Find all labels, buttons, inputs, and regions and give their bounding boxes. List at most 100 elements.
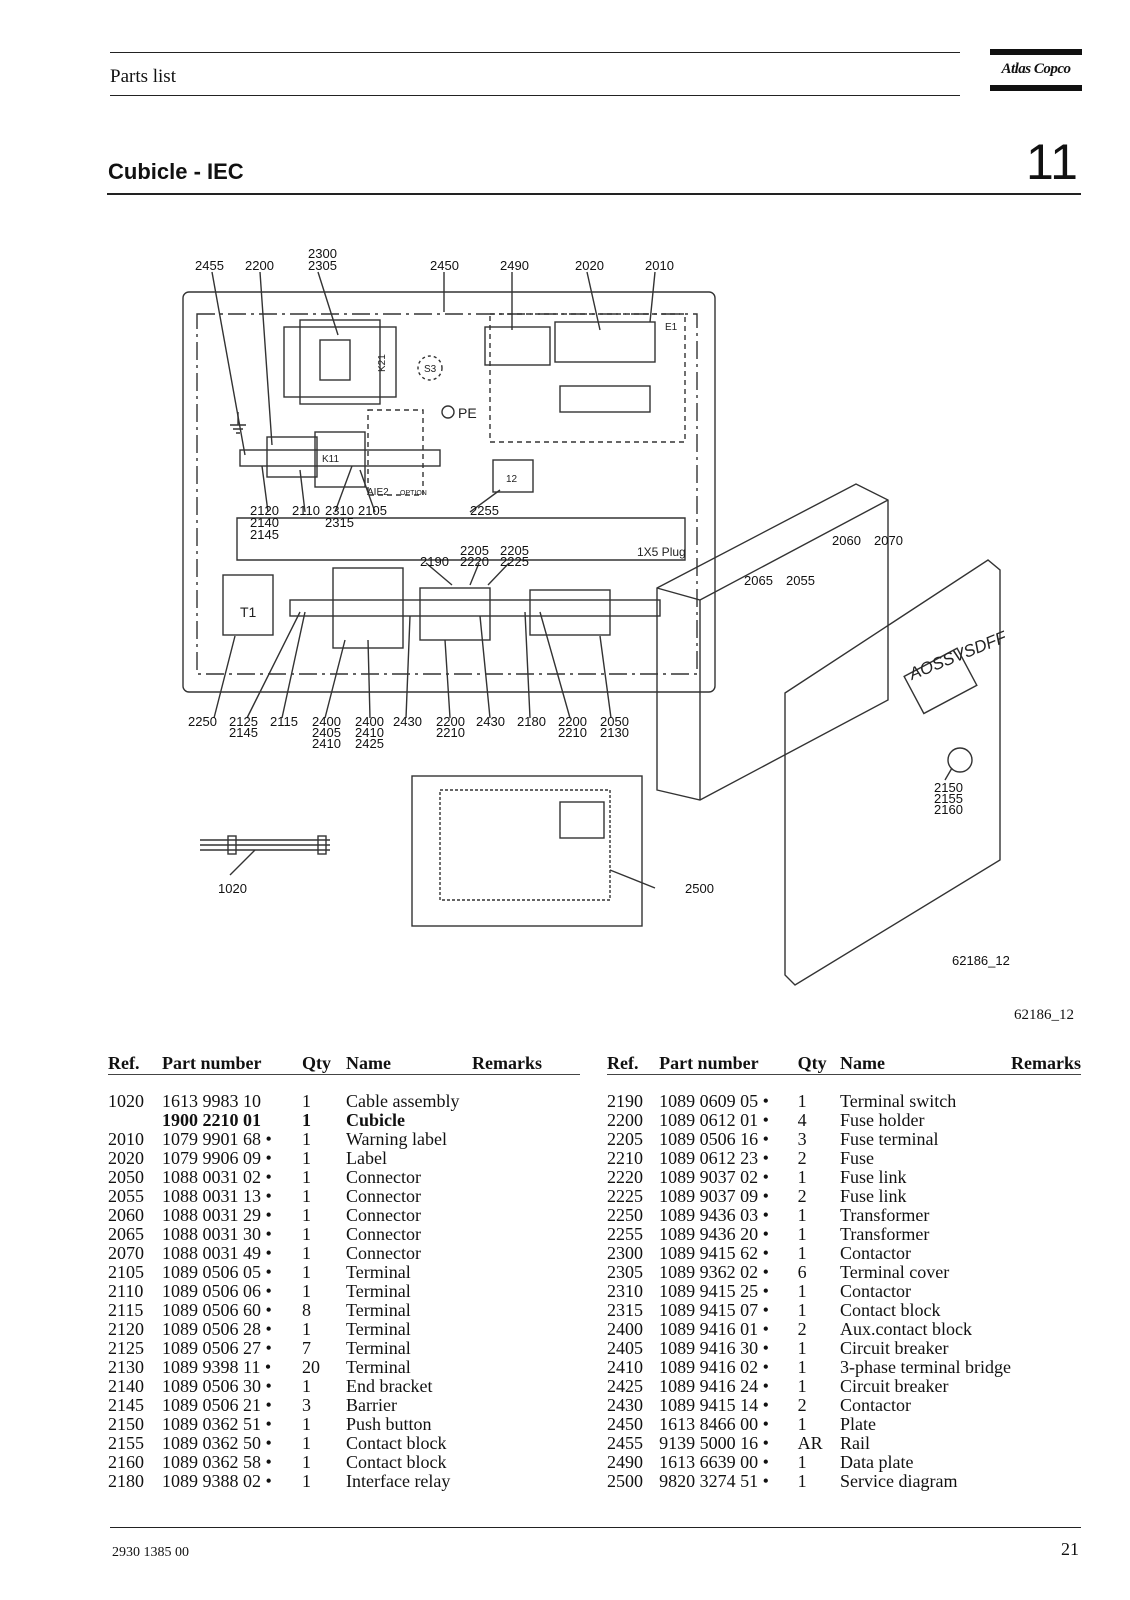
cabinet-frame	[182, 291, 716, 693]
callout-2180: 2180	[517, 714, 546, 729]
cell-part-number: 1089 0506 27 •	[162, 1338, 272, 1358]
cell-qty: 2	[797, 1395, 807, 1415]
cell-qty: 1	[302, 1319, 311, 1339]
cell-part-number: 1089 9037 02 •	[659, 1167, 769, 1187]
cell-remarks	[472, 1130, 580, 1149]
cell-qty: 1	[797, 1357, 807, 1377]
s3-circle	[417, 355, 443, 381]
cell-remarks	[472, 1358, 580, 1377]
cell-name: Contactor	[840, 1243, 912, 1263]
figure-caption-inside: 62186_12	[952, 953, 1010, 968]
cell-ref: 2455	[607, 1433, 643, 1453]
cell-part-number: 1613 8466 00 •	[659, 1414, 769, 1434]
cell-remarks	[472, 1320, 580, 1339]
callout-2450: 2450	[430, 258, 459, 273]
callout-2315: 2315	[325, 515, 354, 530]
cell-remarks	[1011, 1377, 1081, 1396]
cell-qty: 1	[302, 1262, 311, 1282]
cell-name: Rail	[840, 1433, 871, 1453]
cell-ref: 2150	[108, 1414, 144, 1434]
cell-remarks	[472, 1377, 580, 1396]
cell-name: Fuse	[840, 1148, 875, 1168]
cell-name: Cubicle	[346, 1110, 406, 1130]
cell-qty: 2	[797, 1186, 807, 1206]
cell-remarks	[472, 1111, 580, 1130]
callout-2430-b: 2430	[476, 714, 505, 729]
cell-qty: 1	[302, 1433, 311, 1453]
callout-2140: 2140	[250, 515, 279, 530]
cell-qty: 1	[302, 1205, 311, 1225]
label-e1: E1	[665, 322, 678, 333]
section-label: Parts list	[110, 66, 176, 87]
cell-qty: 3	[797, 1129, 807, 1149]
cell-name: Connector	[346, 1205, 421, 1225]
cell-ref: 2180	[108, 1471, 144, 1491]
cell-qty: 1	[797, 1167, 807, 1187]
cell-part-number: 1088 0031 49 •	[162, 1243, 272, 1263]
cell-remarks	[472, 1453, 580, 1472]
cell-part-number: 1088 0031 29 •	[162, 1205, 272, 1225]
cell-part-number: 1089 9416 24 •	[659, 1376, 769, 1396]
cell-ref: 2205	[607, 1129, 643, 1149]
cell-remarks	[472, 1415, 580, 1434]
header-top-rule	[110, 52, 960, 53]
cell-ref: 2010	[108, 1129, 144, 1149]
cell-name: Terminal	[346, 1357, 411, 1377]
cell-part-number: 1089 0506 30 •	[162, 1376, 272, 1396]
cell-part-number: 9139 5000 16 •	[659, 1433, 769, 1453]
cell-remarks	[1011, 1453, 1081, 1472]
cell-remarks	[1011, 1339, 1081, 1358]
cell-ref	[108, 1111, 162, 1130]
cell-ref: 2310	[607, 1281, 643, 1301]
callout-2155: 2155	[934, 791, 963, 806]
cell-remarks	[1011, 1415, 1081, 1434]
cell-remarks	[472, 1434, 580, 1453]
callout-2205-b: 2205	[500, 543, 529, 558]
cell-part-number: 1089 9415 07 •	[659, 1300, 769, 1320]
callout-1020: 1020	[218, 881, 247, 896]
callout-2490: 2490	[500, 258, 529, 273]
cell-name: Terminal	[346, 1262, 411, 1282]
page-title: Cubicle - IEC	[108, 159, 244, 184]
cell-remarks	[472, 1282, 580, 1301]
cell-name: Push button	[346, 1414, 432, 1434]
cell-ref: 2050	[108, 1167, 144, 1187]
cell-remarks	[472, 1092, 580, 1111]
enclosure-door	[784, 559, 1001, 986]
cell-name: Contact block	[346, 1452, 447, 1472]
cell-part-number: 1089 0506 28 •	[162, 1319, 272, 1339]
cell-qty: 1	[302, 1186, 311, 1206]
cell-name: 3-phase terminal bridge	[840, 1357, 1011, 1377]
cell-part-number: 1088 0031 30 •	[162, 1224, 272, 1244]
label-k21: K21	[377, 354, 388, 372]
callout-2110: 2110	[292, 503, 320, 518]
cell-part-number: 1089 0612 01 •	[659, 1110, 769, 1130]
cell-remarks	[472, 1244, 580, 1263]
col-qty: Qty	[302, 1052, 346, 1075]
cell-qty: 3	[302, 1395, 311, 1415]
cell-qty: 20	[302, 1357, 320, 1377]
cell-name: Fuse link	[840, 1167, 907, 1187]
label-x12: 12	[506, 474, 518, 485]
callout-2145-b: 2145	[229, 725, 258, 740]
cell-ref: 2300	[607, 1243, 643, 1263]
cell-qty: 1	[797, 1281, 807, 1301]
cell-name: Terminal switch	[840, 1091, 957, 1111]
brand-logo: Atlas Copco	[990, 49, 1082, 95]
callout-2250: 2250	[188, 714, 217, 729]
document-number: 2930 1385 00	[112, 1545, 189, 1560]
cell-ref: 2190	[607, 1091, 643, 1111]
label-t1: T1	[240, 604, 257, 620]
